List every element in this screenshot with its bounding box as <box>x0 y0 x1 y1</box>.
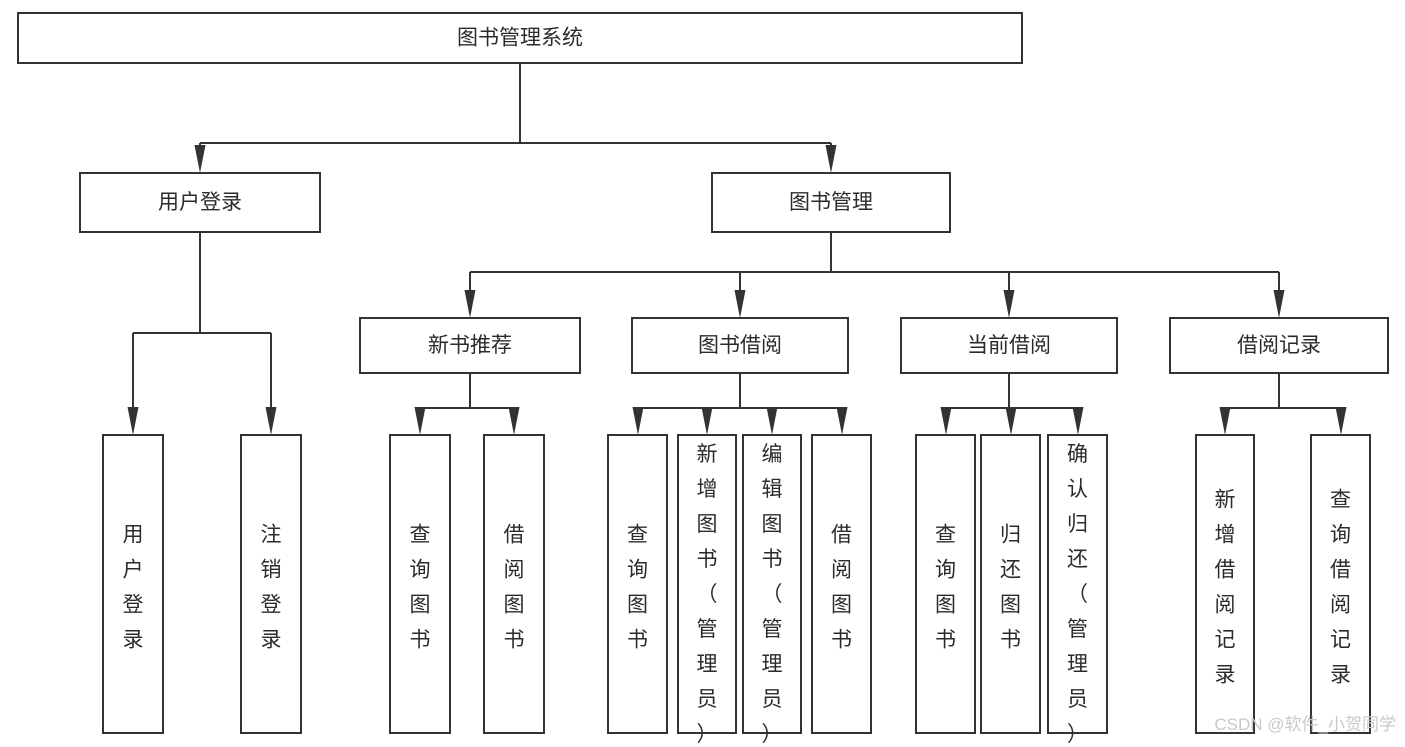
node-box-current[interactable] <box>900 317 1118 374</box>
connector-arrowhead <box>1335 407 1347 435</box>
connector-arrowhead <box>836 407 848 435</box>
connector-arrowhead <box>1005 407 1017 435</box>
node-label-leaf-new-2: 借阅图书 <box>504 523 525 651</box>
connector-group-login <box>127 232 277 435</box>
connector-arrowhead <box>1072 407 1084 435</box>
connector-arrowhead <box>734 290 746 318</box>
connector-arrowhead <box>414 407 426 435</box>
connector-arrowhead <box>1219 407 1231 435</box>
node-leaf-current-2[interactable]: 归还图书 <box>980 434 1041 734</box>
node-box-leaf-new-1[interactable] <box>389 434 451 734</box>
node-leaf-record-1[interactable]: 新增借阅记录 <box>1195 434 1255 734</box>
node-box-leaf-new-2[interactable] <box>483 434 545 734</box>
node-box-leaf-login-2[interactable] <box>240 434 302 734</box>
node-label-leaf-borrow-3: 编辑图书（管理员） <box>762 443 783 746</box>
node-box-leaf-current-2[interactable] <box>980 434 1041 734</box>
node-label-leaf-record-1: 新增借阅记录 <box>1215 488 1236 686</box>
node-label-current: 当前借阅 <box>967 334 1051 357</box>
nodes-layer: 图书管理系统用户登录图书管理新书推荐图书借阅当前借阅借阅记录用户登录注销登录查询… <box>17 12 1389 746</box>
connector-arrowhead <box>127 407 139 435</box>
node-login[interactable]: 用户登录 <box>79 172 321 233</box>
connector-group-record <box>1219 373 1347 435</box>
connector-arrowhead <box>265 407 277 435</box>
node-leaf-borrow-1[interactable]: 查询图书 <box>607 434 668 734</box>
node-box-borrow[interactable] <box>631 317 849 374</box>
node-label-leaf-borrow-1: 查询图书 <box>627 523 648 651</box>
node-leaf-current-1[interactable]: 查询图书 <box>915 434 976 734</box>
node-label-root: 图书管理系统 <box>457 27 583 50</box>
node-root[interactable]: 图书管理系统 <box>17 12 1023 64</box>
node-label-leaf-record-2: 查询借阅记录 <box>1330 488 1351 686</box>
node-leaf-new-2[interactable]: 借阅图书 <box>483 434 545 734</box>
node-box-leaf-borrow-2[interactable] <box>677 434 737 734</box>
node-label-login: 用户登录 <box>158 191 242 214</box>
node-label-newbook: 新书推荐 <box>428 334 512 357</box>
node-leaf-current-3[interactable]: 确认归还（管理员） <box>1047 434 1108 746</box>
node-label-leaf-login-2: 注销登录 <box>261 523 282 651</box>
connector-arrowhead <box>766 407 778 435</box>
node-box-leaf-login-1[interactable] <box>102 434 164 734</box>
connector-arrowhead <box>1273 290 1285 318</box>
node-label-leaf-current-2: 归还图书 <box>1000 523 1021 651</box>
connector-group-current <box>940 373 1084 435</box>
connector-group-root <box>194 63 837 173</box>
node-current[interactable]: 当前借阅 <box>900 317 1118 374</box>
node-box-leaf-borrow-4[interactable] <box>811 434 872 734</box>
connector-group-bookmgmt <box>464 232 1285 318</box>
node-leaf-borrow-3[interactable]: 编辑图书（管理员） <box>742 434 802 746</box>
node-box-leaf-current-1[interactable] <box>915 434 976 734</box>
connectors-layer <box>127 63 1347 435</box>
connector-group-newbook <box>414 373 520 435</box>
node-box-leaf-current-3[interactable] <box>1047 434 1108 734</box>
connector-arrowhead <box>701 407 713 435</box>
node-leaf-borrow-2[interactable]: 新增图书（管理员） <box>677 434 737 746</box>
connector-arrowhead <box>464 290 476 318</box>
node-label-record: 借阅记录 <box>1237 334 1321 357</box>
node-box-record[interactable] <box>1169 317 1389 374</box>
node-box-bookmgmt[interactable] <box>711 172 951 233</box>
node-box-leaf-borrow-3[interactable] <box>742 434 802 734</box>
connector-arrowhead <box>194 145 206 173</box>
connector-arrowhead <box>1003 290 1015 318</box>
node-label-borrow: 图书借阅 <box>698 334 782 357</box>
node-box-root[interactable] <box>17 12 1023 64</box>
connector-arrowhead <box>825 145 837 173</box>
node-leaf-borrow-4[interactable]: 借阅图书 <box>811 434 872 734</box>
node-label-leaf-current-1: 查询图书 <box>935 523 956 651</box>
connector-group-borrow <box>632 373 848 435</box>
node-box-newbook[interactable] <box>359 317 581 374</box>
node-newbook[interactable]: 新书推荐 <box>359 317 581 374</box>
connector-arrowhead <box>940 407 952 435</box>
connector-arrowhead <box>508 407 520 435</box>
node-leaf-record-2[interactable]: 查询借阅记录 <box>1310 434 1371 734</box>
node-label-leaf-borrow-2: 新增图书（管理员） <box>697 443 718 746</box>
node-box-leaf-record-2[interactable] <box>1310 434 1371 734</box>
node-leaf-new-1[interactable]: 查询图书 <box>389 434 451 734</box>
node-label-leaf-current-3: 确认归还（管理员） <box>1067 443 1088 746</box>
node-record[interactable]: 借阅记录 <box>1169 317 1389 374</box>
node-box-login[interactable] <box>79 172 321 233</box>
connector-arrowhead <box>632 407 644 435</box>
node-box-leaf-record-1[interactable] <box>1195 434 1255 734</box>
node-label-leaf-new-1: 查询图书 <box>410 523 431 651</box>
node-leaf-login-2[interactable]: 注销登录 <box>240 434 302 734</box>
csdn-watermark: CSDN @软件_小贺同学 <box>1214 715 1396 734</box>
node-label-bookmgmt: 图书管理 <box>789 191 873 214</box>
node-borrow[interactable]: 图书借阅 <box>631 317 849 374</box>
node-bookmgmt[interactable]: 图书管理 <box>711 172 951 233</box>
node-box-leaf-borrow-1[interactable] <box>607 434 668 734</box>
node-label-leaf-borrow-4: 借阅图书 <box>831 523 852 651</box>
node-leaf-login-1[interactable]: 用户登录 <box>102 434 164 734</box>
node-label-leaf-login-1: 用户登录 <box>123 523 144 651</box>
